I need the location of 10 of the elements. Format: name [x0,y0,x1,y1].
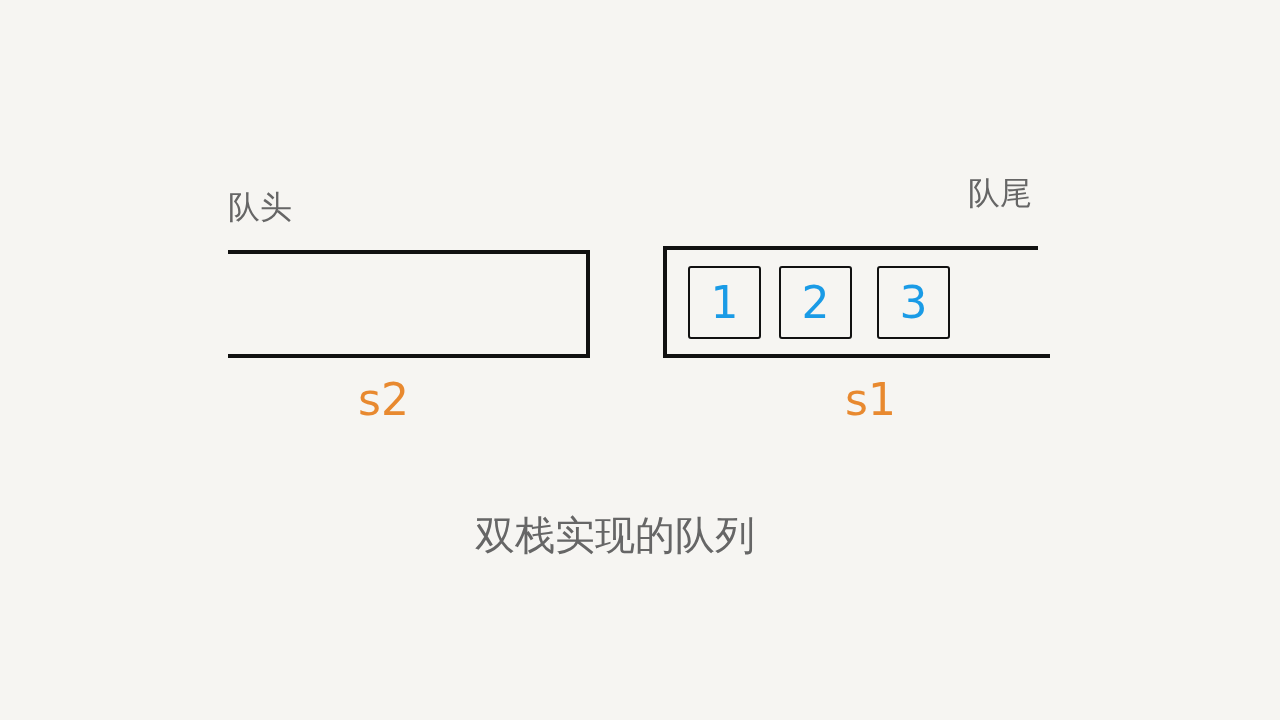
caption: 双栈实现的队列 [475,511,755,560]
stack-container [228,252,588,356]
stack-label: s1 [845,374,896,425]
stack-container [665,248,1050,356]
end-label: 队尾 [968,173,1032,214]
stack-label: s2 [358,374,409,425]
stack-element: 3 [877,266,950,339]
end-label: 队头 [228,187,292,228]
stack-element: 1 [688,266,761,339]
stack-element: 2 [779,266,852,339]
